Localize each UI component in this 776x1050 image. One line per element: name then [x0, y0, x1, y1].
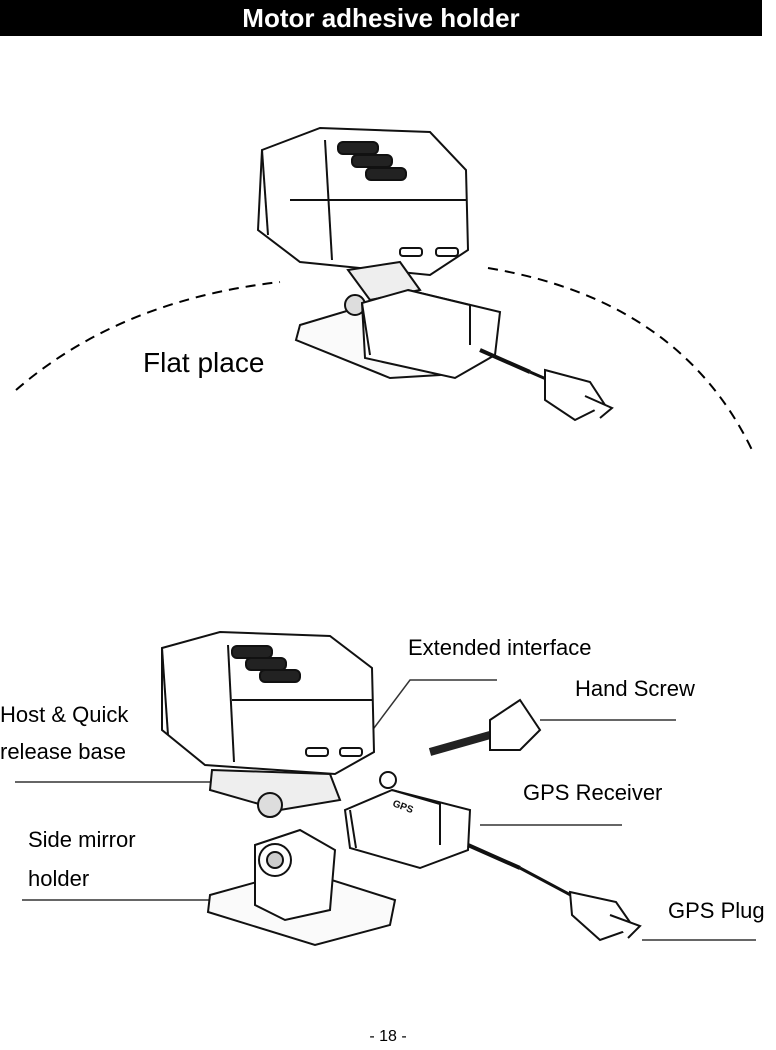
flat-place-arc [15, 281, 281, 391]
label-gps-receiver: GPS Receiver [523, 780, 663, 805]
top-figure [15, 126, 753, 451]
camera-device-bottom [161, 630, 642, 947]
label-host-quick-release-line1: Host & Quick [0, 702, 129, 727]
label-hand-screw: Hand Screw [575, 676, 695, 701]
label-side-mirror-line2: holder [28, 866, 90, 891]
page-title: Motor adhesive holder [242, 3, 520, 33]
label-side-mirror-line1: Side mirror [28, 827, 136, 852]
label-gps-plug: GPS Plug [668, 898, 765, 923]
label-extended-interface: Extended interface [408, 635, 592, 660]
flat-place-arc-right [487, 267, 753, 451]
page-number: - 18 - [369, 1028, 407, 1045]
leader-extended-interface [364, 679, 497, 741]
label-flat-place: Flat place [143, 347, 265, 378]
camera-device-top [256, 126, 614, 422]
title-bar [0, 0, 762, 36]
label-host-quick-release-line2: release base [0, 739, 126, 764]
